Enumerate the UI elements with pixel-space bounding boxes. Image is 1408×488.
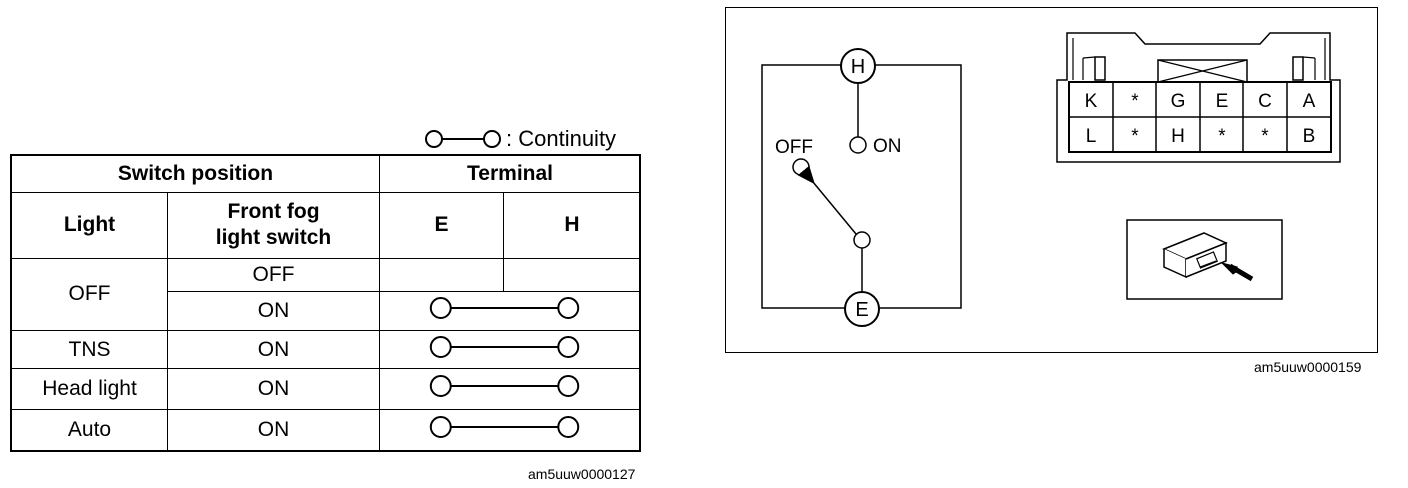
pin-h: H xyxy=(1171,126,1185,147)
continuity-symbol-icon xyxy=(425,130,501,148)
pin-e: E xyxy=(1216,91,1229,112)
header-switch-position: Switch position xyxy=(10,154,381,194)
caption-right: am5uuw0000159 xyxy=(1254,359,1362,375)
continuity-cell xyxy=(379,330,642,370)
row-light: TNS xyxy=(11,330,168,370)
continuity-cell xyxy=(379,290,642,332)
pin-k: K xyxy=(1085,91,1098,112)
pin-l: L xyxy=(1086,126,1097,147)
table-row: Head light ON xyxy=(11,368,642,410)
row-light: Head light xyxy=(11,368,168,410)
continuity-cell xyxy=(379,368,642,410)
continuity-symbol-icon xyxy=(429,415,580,438)
header-terminal-h: H xyxy=(503,192,642,259)
row-terminal-e xyxy=(379,257,505,292)
table-row: OFF OFF xyxy=(11,257,642,332)
off-contact xyxy=(792,158,810,176)
row-fog: ON xyxy=(166,408,381,452)
terminal-h-label: H xyxy=(851,56,865,78)
terminal-e-label: E xyxy=(855,299,868,321)
header-light: Light xyxy=(11,192,168,259)
header-front-fog-line1: Front fog xyxy=(227,200,320,224)
off-label: OFF xyxy=(775,137,813,158)
connector-view-icon xyxy=(1126,219,1283,300)
row-light: OFF xyxy=(11,257,168,332)
header-terminal-e: E xyxy=(379,192,505,259)
pin-blank: * xyxy=(1131,126,1139,147)
on-label: ON xyxy=(873,136,902,157)
header-terminal: Terminal xyxy=(379,154,642,194)
header-front-fog-line2: light switch xyxy=(215,226,332,250)
diagram-frame xyxy=(725,7,1378,353)
row-light: Auto xyxy=(11,408,168,452)
caption-left: am5uuw0000127 xyxy=(528,466,636,482)
continuity-symbol-icon xyxy=(429,375,580,398)
connector-face: K * G E C A L * H * * B xyxy=(1056,32,1341,163)
table-row: Auto ON xyxy=(11,408,642,452)
legend-label: : Continuity xyxy=(506,126,617,151)
pin-c: C xyxy=(1258,91,1272,112)
row-fog: OFF xyxy=(166,257,381,292)
row-fog: ON xyxy=(166,330,381,370)
header-front-fog: Front fog light switch xyxy=(166,192,381,259)
row-terminal-h xyxy=(503,257,642,292)
pivot-contact xyxy=(853,231,871,249)
row-fog: ON xyxy=(166,290,381,332)
table-row: TNS ON xyxy=(11,330,642,370)
pin-blank: * xyxy=(1131,91,1139,112)
pin-a: A xyxy=(1303,91,1316,112)
continuity-legend: : Continuity xyxy=(424,126,616,152)
row-fog: ON xyxy=(166,368,381,410)
pin-blank: * xyxy=(1218,126,1226,147)
switch-arm xyxy=(797,165,857,235)
pin-blank: * xyxy=(1261,126,1269,147)
continuity-table: Switch position Terminal Light Front fog… xyxy=(10,154,642,452)
continuity-symbol-icon xyxy=(429,297,580,319)
continuity-cell xyxy=(379,408,642,452)
terminal-e-circle xyxy=(844,291,880,327)
continuity-symbol-icon xyxy=(429,335,580,358)
switch-schematic: H ON OFF E xyxy=(761,48,962,327)
pin-g: G xyxy=(1171,91,1186,112)
on-contact xyxy=(849,136,867,154)
pin-b: B xyxy=(1303,126,1316,147)
table-row: ON xyxy=(12,290,642,332)
